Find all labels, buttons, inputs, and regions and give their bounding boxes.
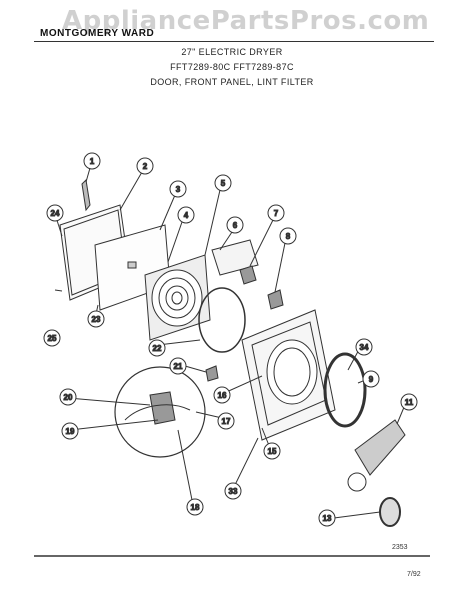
callout-13: 13 xyxy=(323,514,332,523)
callout-23: 23 xyxy=(92,315,101,324)
header-top-rule xyxy=(34,41,434,42)
revision-date: 7/92 xyxy=(407,571,421,578)
callout-11: 11 xyxy=(405,398,414,407)
callout-25: 25 xyxy=(48,334,57,343)
callout-21: 21 xyxy=(174,362,183,371)
callout-22: 22 xyxy=(153,344,162,353)
callout-20: 20 xyxy=(64,393,73,402)
callout-16: 16 xyxy=(218,391,227,400)
callout-34: 34 xyxy=(360,343,369,352)
callout-5: 5 xyxy=(221,179,226,188)
callout-1: 1 xyxy=(90,157,95,166)
model-numbers: FFT7289-80C FFT7289-87C xyxy=(170,62,294,72)
callout-19: 19 xyxy=(66,427,75,436)
callout-24: 24 xyxy=(51,209,60,218)
product-title: 27" ELECTRIC DRYER xyxy=(181,47,283,57)
callout-9: 9 xyxy=(369,375,374,384)
watermark-text: AppliancePartsPros.com xyxy=(62,6,430,36)
callout-18: 18 xyxy=(191,503,200,512)
diagram-header: AppliancePartsPros.com MONTGOMERY WARD 2… xyxy=(0,0,464,110)
callout-33: 33 xyxy=(229,487,238,496)
drawing-number: 2353 xyxy=(392,544,408,551)
callout-3: 3 xyxy=(176,185,181,194)
section-title: DOOR, FRONT PANEL, LINT FILTER xyxy=(150,77,314,87)
brand-label: MONTGOMERY WARD xyxy=(40,28,155,39)
callout-2: 2 xyxy=(143,162,148,171)
callout-15: 15 xyxy=(268,447,277,456)
callout-7: 7 xyxy=(274,209,279,218)
callout-6: 6 xyxy=(233,221,238,230)
callout-8: 8 xyxy=(286,232,291,241)
callout-4: 4 xyxy=(184,211,189,220)
callout-17: 17 xyxy=(222,417,231,426)
